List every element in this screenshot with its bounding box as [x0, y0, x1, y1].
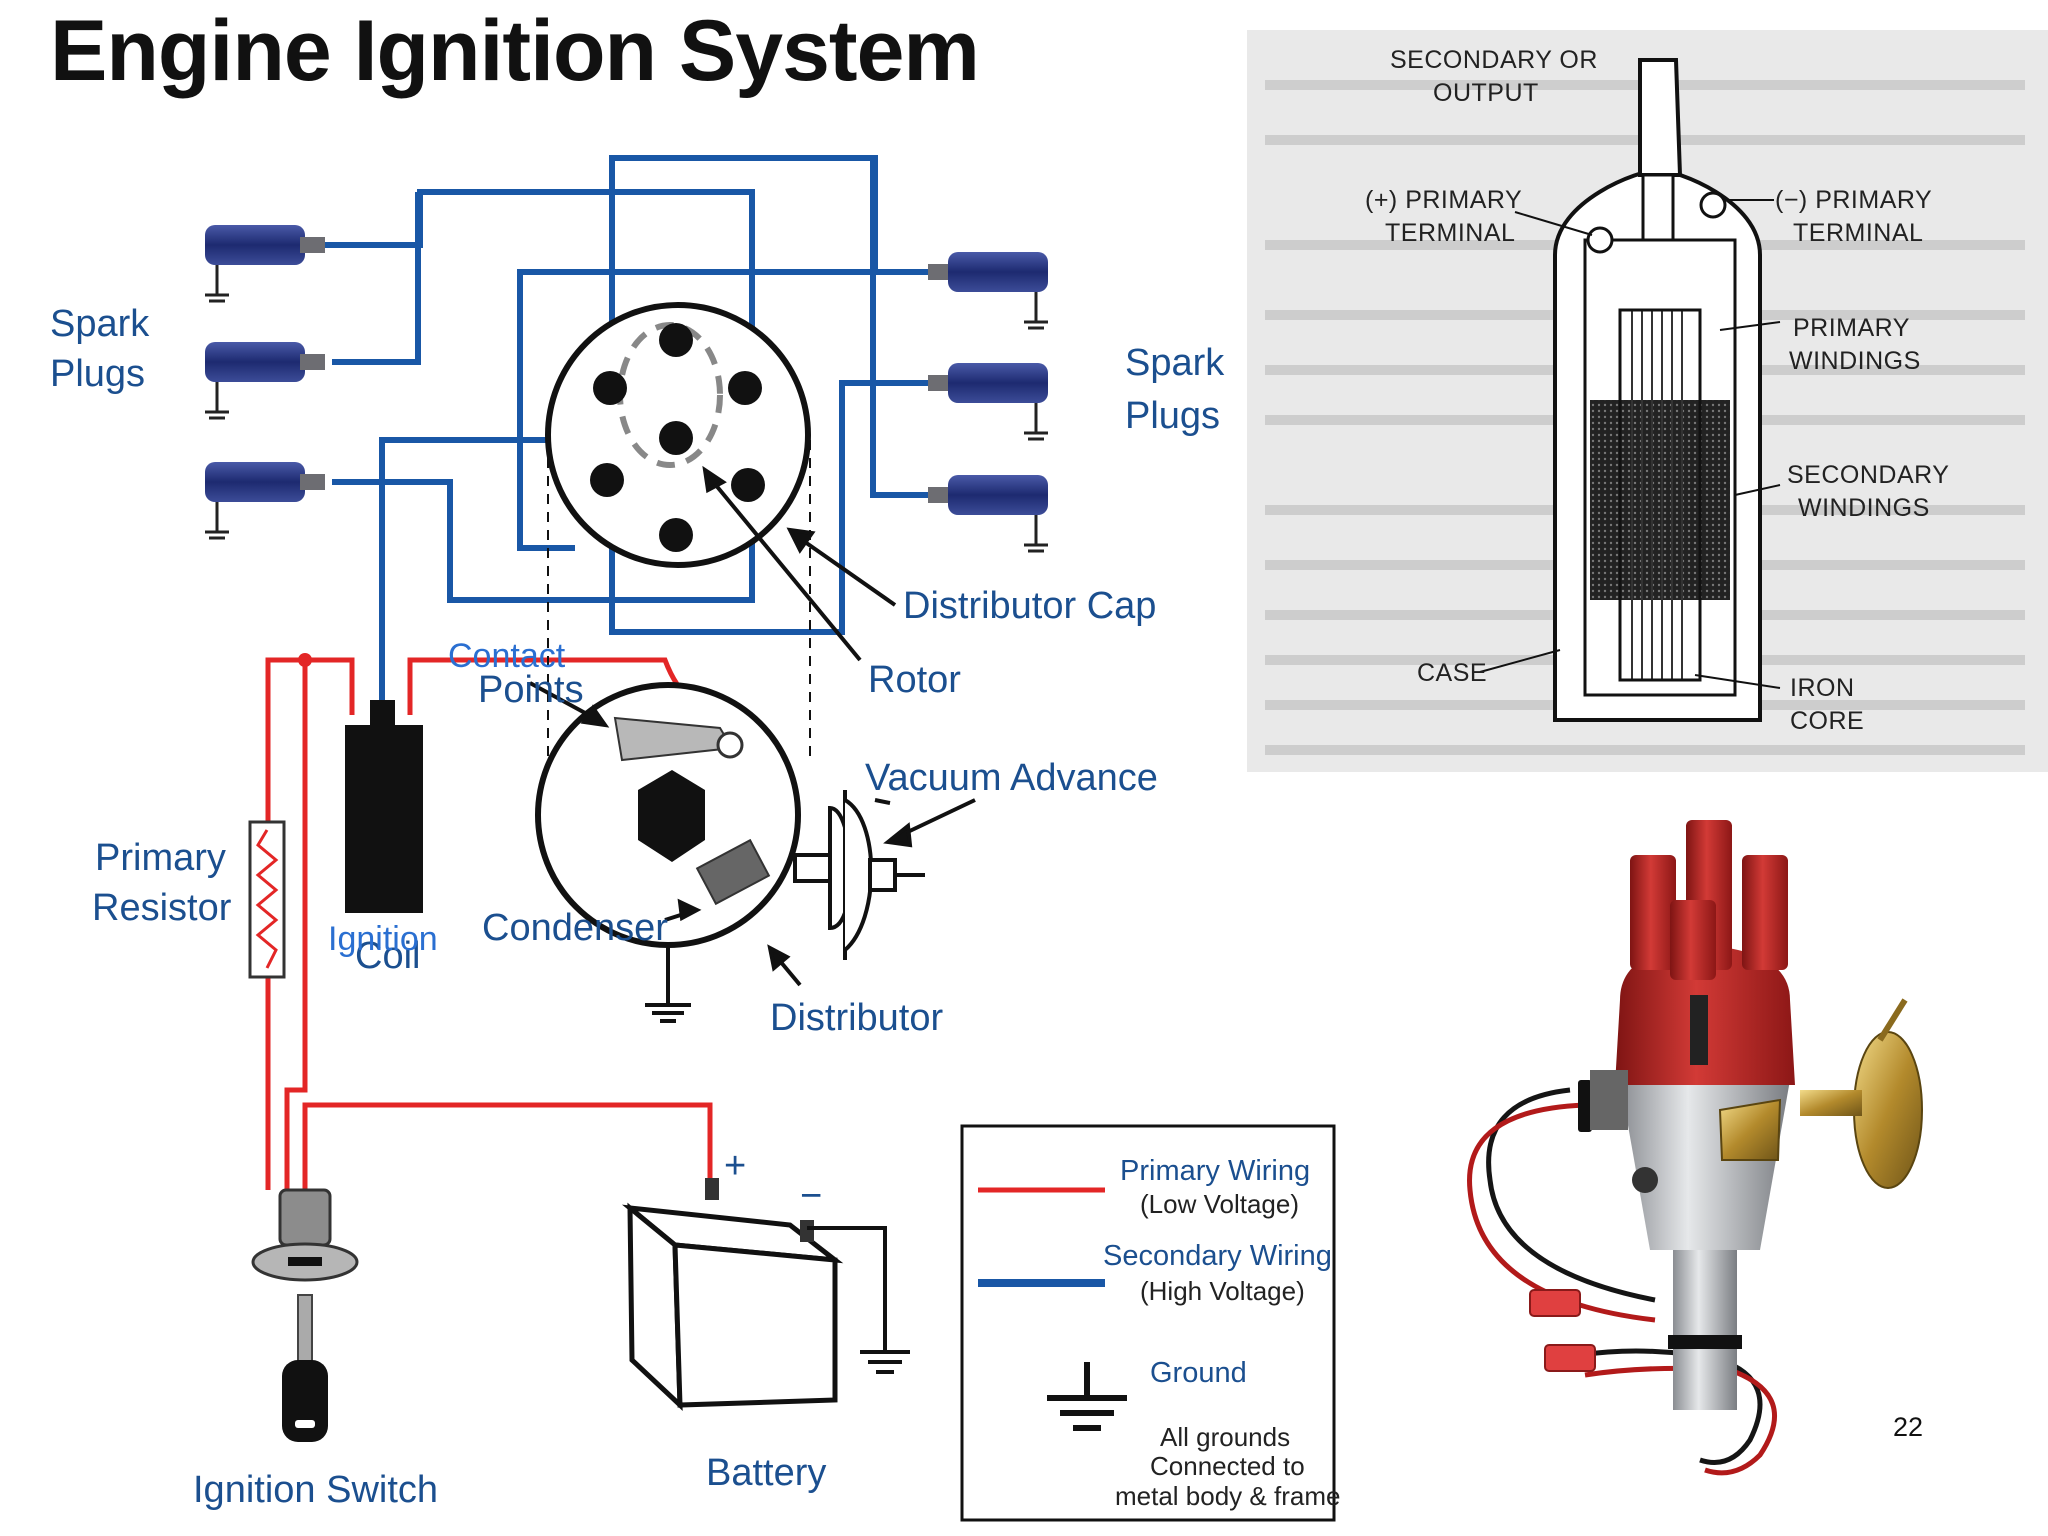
plug-wire-left-3	[332, 478, 755, 603]
label-vacuum-advance: Vacuum Advance	[865, 757, 1158, 799]
ignition-coil	[345, 700, 423, 913]
label-contact-overlay: Contact	[448, 637, 566, 675]
label-primary-resistor-2: Resistor	[92, 887, 232, 929]
label-primary-windings-2: WINDINGS	[1789, 347, 1921, 375]
coil-cutaway-figure: SECONDARY OR OUTPUT (+) PRIMARY TERMINAL…	[1247, 30, 2048, 772]
label-ignition-switch: Ignition Switch	[193, 1469, 438, 1511]
cap-guide-lines	[547, 440, 811, 790]
vacuum-advance	[793, 790, 925, 960]
legend-primary-sub: (Low Voltage)	[1140, 1189, 1299, 1219]
label-battery: Battery	[706, 1452, 826, 1494]
label-contact-points: Points	[478, 669, 584, 711]
distributor-photo	[1467, 820, 1923, 1476]
legend-ground-note-2: Connected to	[1150, 1451, 1305, 1481]
label-case: CASE	[1417, 659, 1487, 687]
label-plus-primary-1: (+) PRIMARY	[1365, 186, 1522, 214]
legend-ground-note-3: metal body & frame	[1115, 1481, 1340, 1511]
distributor-cap	[545, 302, 811, 568]
label-distributor: Distributor	[770, 997, 943, 1039]
cutaway-leader-lines	[1479, 199, 1781, 689]
label-plus-primary-2: TERMINAL	[1385, 219, 1515, 247]
label-battery-minus: −	[800, 1175, 822, 1217]
legend: Primary Wiring (Low Voltage) Secondary W…	[960, 1124, 1340, 1522]
label-condenser: Condenser	[482, 907, 668, 949]
plug-wire-left-2	[332, 192, 421, 365]
label-spark-plugs-left-2: Plugs	[50, 353, 145, 395]
primary-resistor	[248, 820, 286, 979]
legend-ground-note-1: All grounds	[1160, 1422, 1290, 1452]
label-ignition-coil: Coil	[355, 935, 420, 977]
legend-secondary-sub: (High Voltage)	[1140, 1276, 1305, 1306]
spark-plugs-left	[205, 225, 325, 540]
label-battery-plus: +	[724, 1145, 746, 1187]
legend-ground-label: Ground	[1150, 1357, 1247, 1389]
distributor	[535, 682, 801, 1023]
label-minus-primary-1: (−) PRIMARY	[1775, 186, 1932, 214]
label-secondary-windings-1: SECONDARY	[1787, 461, 1949, 489]
legend-primary-label: Primary Wiring	[1120, 1155, 1310, 1187]
label-iron-core-1: IRON	[1790, 674, 1855, 702]
label-secondary-windings-2: WINDINGS	[1798, 494, 1930, 522]
label-spark-plugs-right-2: Plugs	[1125, 395, 1220, 437]
label-spark-plugs-right-1: Spark	[1125, 342, 1225, 384]
label-distributor-cap: Distributor Cap	[903, 585, 1156, 627]
coil-drawing	[1553, 58, 1762, 722]
label-rotor: Rotor	[868, 659, 961, 701]
ground-symbol-icon	[1047, 1362, 1127, 1431]
label-primary-windings-1: PRIMARY	[1793, 314, 1910, 342]
label-secondary-output-2: OUTPUT	[1433, 79, 1539, 107]
callout-arrows	[529, 465, 976, 987]
legend-secondary-label: Secondary Wiring	[1103, 1240, 1332, 1272]
slide-title: Engine Ignition System	[50, 3, 980, 99]
label-iron-core-2: CORE	[1790, 707, 1864, 735]
plug-wire-right-3	[870, 158, 928, 498]
page-number: 22	[1893, 1412, 1924, 1442]
label-minus-primary-2: TERMINAL	[1793, 219, 1923, 247]
label-spark-plugs-left-1: Spark	[50, 303, 150, 345]
label-ignition-overlay: Ignition	[328, 920, 438, 958]
wire-junction	[298, 653, 312, 667]
spark-plugs-right	[928, 252, 1048, 553]
ignition-switch	[251, 1188, 359, 1442]
label-secondary-output-1: SECONDARY OR	[1390, 46, 1598, 74]
label-primary-resistor-1: Primary	[95, 837, 226, 879]
